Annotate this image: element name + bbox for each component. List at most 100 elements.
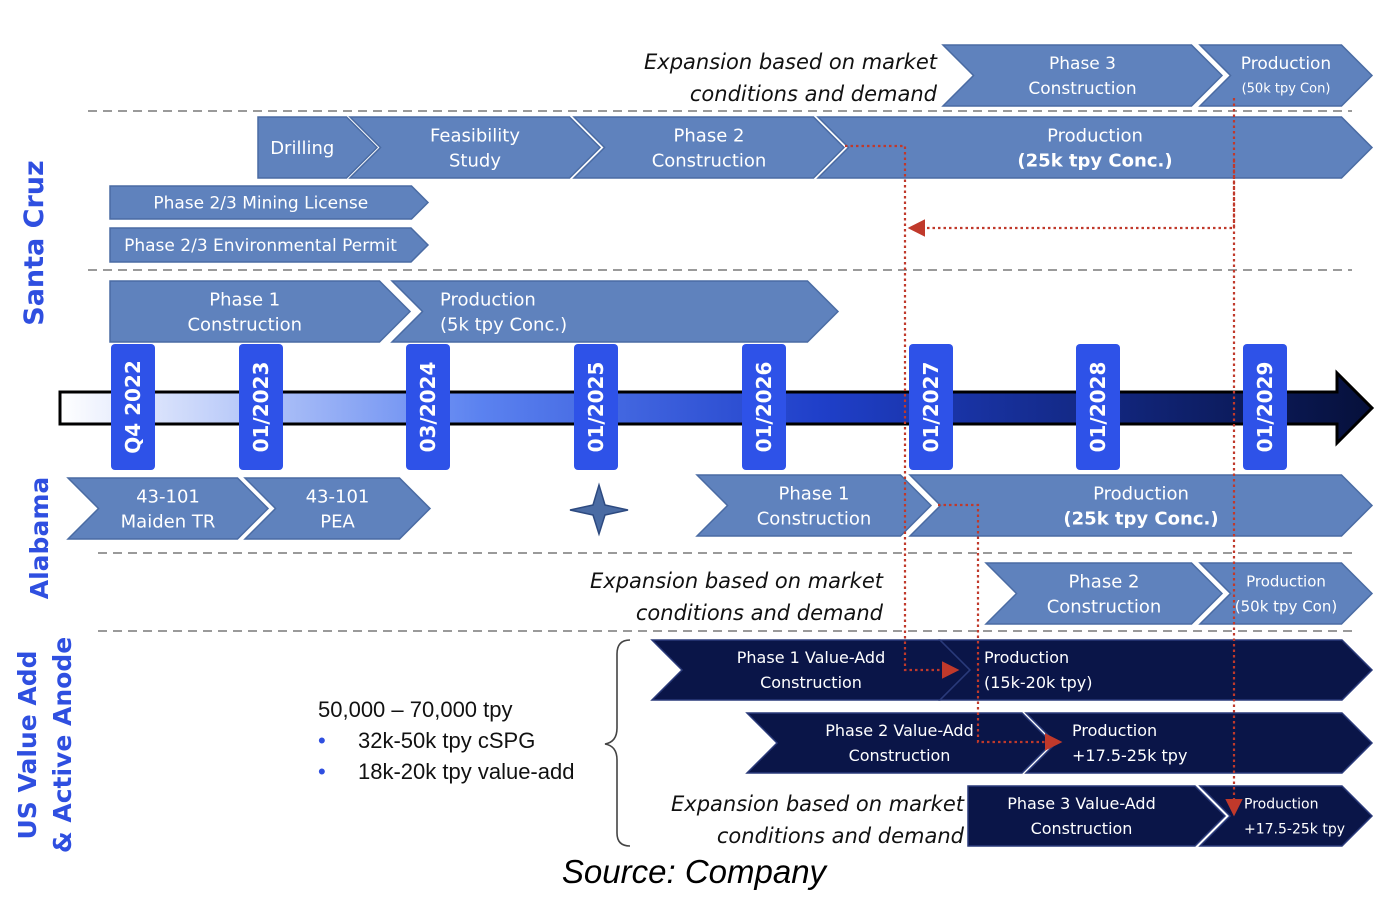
us-phase3-value-add-bar-shape xyxy=(967,785,1227,847)
timeline-date-box xyxy=(406,344,450,470)
timeline-date-marker: 01/2025 xyxy=(574,344,618,470)
sc-production-50k-bar-label-line: Production xyxy=(1241,54,1331,74)
timeline-date-label: 01/2025 xyxy=(584,362,608,453)
section-label-santa-cruz: Santa Cruz xyxy=(19,160,50,325)
dependency-connectors xyxy=(845,98,1243,817)
al-phase2-bar-shape xyxy=(984,562,1224,625)
al-phase1-bar-label-line: Construction xyxy=(757,508,872,529)
section-label-us-line2: & Active Anode xyxy=(48,637,77,853)
capacity-summary: 50,000 – 70,000 tpy 32k-50k tpy cSPG 18k… xyxy=(318,694,574,787)
timeline-date-box xyxy=(1076,344,1120,470)
timeline-date-box xyxy=(1243,344,1287,470)
capacity-item: 32k-50k tpy cSPG xyxy=(318,725,574,756)
al-production-50k-bar-label-line: Production xyxy=(1246,572,1326,590)
timeline-date-label: Q4 2022 xyxy=(121,360,145,454)
sc-phase2-bar-label-line: Phase 2 xyxy=(674,125,745,146)
sc-production-5k-bar: Production(5k tpy Conc.) xyxy=(390,280,840,343)
section-dividers xyxy=(88,110,1352,632)
sc-production-5k-bar-shape xyxy=(390,280,840,343)
sc-feasibility-bar-shape xyxy=(348,116,602,179)
us-phase3-value-add-bar-label-line: Construction xyxy=(1031,819,1133,838)
connector-sc-to-us1 xyxy=(845,144,960,679)
timeline-date-box xyxy=(742,344,786,470)
timeline-date-marker: 01/2029 xyxy=(1243,344,1287,470)
al-phase1-bar: Phase 1 Construction xyxy=(695,474,933,537)
expansion-note-santa-cruz-l2: conditions and demand xyxy=(690,82,938,106)
sc-phase1-bar-label-line: Construction xyxy=(187,314,302,335)
expansion-note-us-l1: Expansion based on market xyxy=(671,792,965,816)
al-production-25k-bar: Production(25k tpy Conc.) xyxy=(908,474,1374,537)
sc-environmental-permit-bar-shape xyxy=(109,227,430,263)
sc-production-50k-bar-shape xyxy=(1198,44,1374,107)
sc-phase2-bar-label-line: Construction xyxy=(652,150,767,171)
timeline-date-box xyxy=(111,344,155,470)
star-icon xyxy=(569,482,629,537)
timeline-date-label: 01/2026 xyxy=(752,362,776,453)
timeline-date-box xyxy=(909,344,953,470)
timeline-date-marker: Q4 2022 xyxy=(111,344,155,470)
sc-drilling-bar: Drilling xyxy=(257,116,379,179)
us-production3-bar: Production+17.5-25k tpy xyxy=(1198,785,1374,847)
expansion-note-us-l2: conditions and demand xyxy=(717,824,965,848)
sc-phase3-bar-shape xyxy=(941,44,1224,107)
al-maiden-tr-bar-label-line: Maiden TR xyxy=(121,511,216,532)
al-production-50k-bar-shape xyxy=(1198,562,1374,625)
timeline-date-label: 01/2029 xyxy=(1253,362,1277,453)
us-production2-bar-label-line: Production xyxy=(1072,721,1157,740)
timeline-date-marker: 03/2024 xyxy=(406,344,450,470)
al-phase2-bar-label-line: Phase 2 xyxy=(1069,571,1140,592)
us-phase1-value-add-bar-label-line: Phase 1 Value-Add xyxy=(737,648,885,667)
al-pea-bar-shape xyxy=(243,477,432,540)
us-phase2-value-add-bar-label-line: Construction xyxy=(849,746,951,765)
sc-phase1-bar-shape xyxy=(109,280,412,343)
timeline-date-label: 01/2027 xyxy=(919,362,943,453)
sc-mining-license-bar-shape xyxy=(109,185,430,220)
sc-mining-license-bar: Phase 2/3 Mining License xyxy=(109,185,430,220)
al-phase2-bar-label-line: Construction xyxy=(1047,596,1162,617)
timeline-date-label: 01/2028 xyxy=(1086,362,1110,453)
sc-production-5k-bar-label-line: (5k tpy Conc.) xyxy=(440,314,567,335)
timeline-date-label: 03/2024 xyxy=(416,362,440,453)
expansion-note-alabama-l2: conditions and demand xyxy=(636,601,884,625)
section-label-alabama: Alabama xyxy=(25,477,54,599)
sc-phase2-bar-shape xyxy=(572,116,846,179)
capacity-total: 50,000 – 70,000 tpy xyxy=(318,697,513,722)
timeline-date-label: 01/2023 xyxy=(249,362,273,453)
sc-phase1-bar: Phase 1 Construction xyxy=(109,280,412,343)
al-production-50k-bar: Production (50k tpy Con) xyxy=(1198,562,1374,625)
sc-phase3-bar-label-line: Phase 3 xyxy=(1049,54,1116,74)
al-pea-bar-label-line: 43-101 xyxy=(306,486,370,507)
sc-mining-license-bar-label-line: Phase 2/3 Mining License xyxy=(153,193,368,213)
sc-production-25k-bar: Production(25k tpy Conc.) xyxy=(816,116,1374,179)
sc-phase1-bar-label-line: Phase 1 xyxy=(209,289,280,310)
sc-production-25k-bar-label-line: (25k tpy Conc.) xyxy=(1017,150,1172,171)
al-maiden-tr-bar-shape xyxy=(66,477,270,540)
us-phase3-value-add-bar-label-line: Phase 3 Value-Add xyxy=(1007,794,1155,813)
sc-feasibility-bar-label-line: Study xyxy=(449,150,501,171)
timeline-date-marker: 01/2028 xyxy=(1076,344,1120,470)
sc-drilling-bar-label-line: Drilling xyxy=(270,138,334,159)
sc-phase2-bar: Phase 2 Construction xyxy=(572,116,846,179)
us-phase1-value-add-bar-label-line: Construction xyxy=(760,673,862,692)
expansion-note-santa-cruz-l1: Expansion based on market xyxy=(644,50,938,74)
al-phase1-bar-label-line: Phase 1 xyxy=(779,483,850,504)
sc-drilling-bar-shape xyxy=(257,116,379,179)
al-phase1-bar-shape xyxy=(695,474,933,537)
us-production3-bar-label-line: +17.5-25k tpy xyxy=(1244,821,1345,837)
us-phase2-value-add-bar-shape xyxy=(745,712,1054,774)
sc-production-50k-bar: Production(50k tpy Con) xyxy=(1198,44,1374,107)
timeline-date-marker: 01/2023 xyxy=(239,344,283,470)
timeline-date-marker: 01/2027 xyxy=(909,344,953,470)
us-production2-bar: Production+17.5-25k tpy xyxy=(1024,712,1374,774)
sc-environmental-permit-bar: Phase 2/3 Environmental Permit xyxy=(109,227,430,263)
expansion-note-alabama-l1: Expansion based on market xyxy=(590,569,884,593)
source-caption: Source: Company xyxy=(561,853,827,890)
capacity-item: 18k-20k tpy value-add xyxy=(318,756,574,787)
al-production-50k-bar-label-line: (50k tpy Con) xyxy=(1235,597,1337,615)
